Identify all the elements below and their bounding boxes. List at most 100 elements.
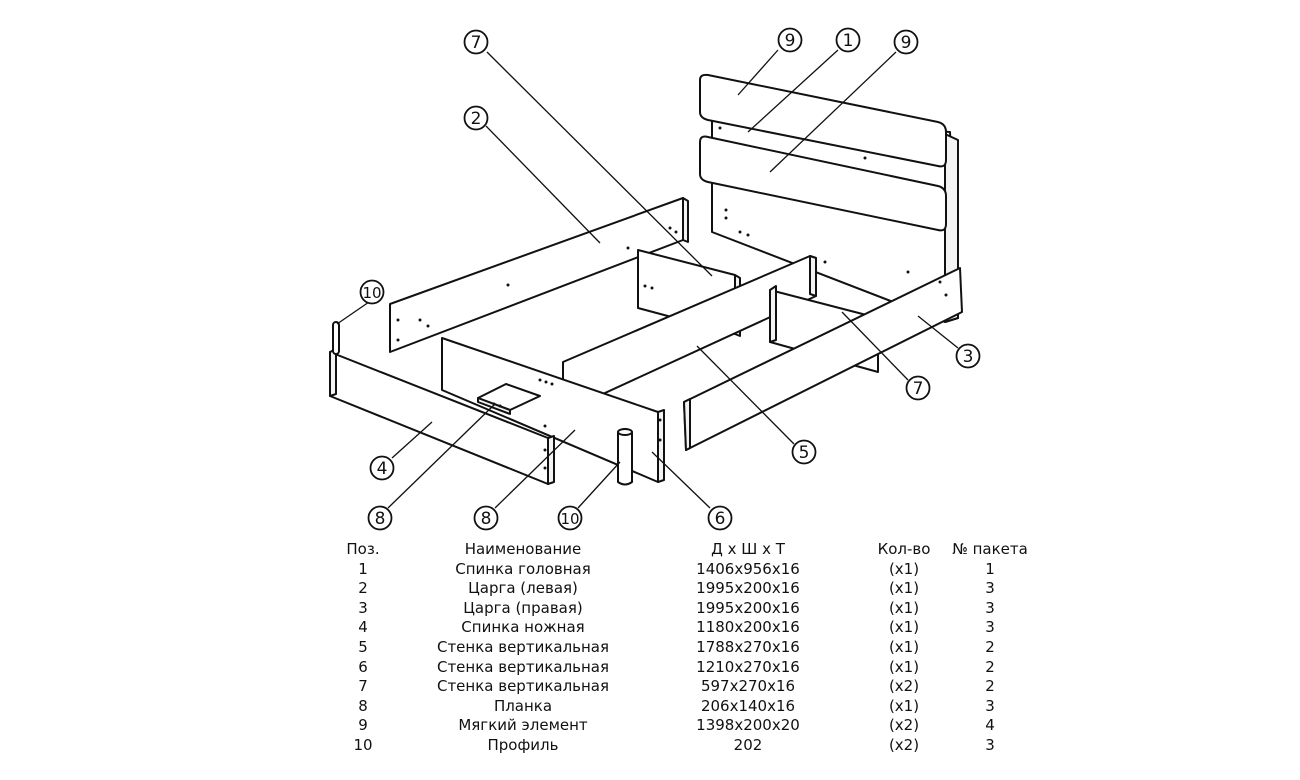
profile-left-part (332, 321, 340, 355)
callout-1: 1 (835, 27, 861, 53)
header-quantity: Кол-во (877, 540, 931, 558)
callout-7-top: 7 (463, 29, 489, 55)
cell-name: Спинка ножная (461, 618, 585, 637)
cell-position: 1 (358, 559, 368, 578)
cell-name: Царга (правая) (463, 598, 583, 617)
svg-text:7: 7 (913, 379, 924, 399)
callout-8-right: 8 (473, 505, 499, 531)
cell-dimensions: 206х140х16 (700, 696, 796, 715)
cell-package: 3 (985, 735, 995, 754)
callout-6: 6 (707, 505, 733, 531)
side-rail-left-part (389, 197, 689, 353)
cell-package: 3 (985, 618, 995, 637)
cell-quantity: (х1) (888, 579, 920, 598)
callout-8-left: 8 (367, 505, 393, 531)
cell-position: 6 (358, 657, 368, 676)
cell-dimensions: 597х270х16 (700, 677, 796, 696)
cell-name: Мягкий элемент (458, 716, 588, 735)
cell-quantity: (х2) (888, 716, 920, 735)
svg-text:8: 8 (481, 509, 492, 529)
cell-package: 3 (985, 598, 995, 617)
cell-package: 4 (985, 716, 995, 735)
cell-position: 10 (353, 735, 373, 754)
cell-name: Планка (493, 696, 553, 715)
svg-text:5: 5 (799, 443, 810, 463)
leader-lines (336, 49, 959, 509)
parts-table: Поз. Наименование Д х Ш х Т Кол-во № пак… (318, 540, 1030, 756)
table-row: 10 Профиль 202 (х2) 3 (318, 736, 1030, 756)
svg-text:4: 4 (377, 459, 388, 479)
svg-text:10: 10 (362, 284, 381, 302)
header-name: Наименование (464, 540, 582, 558)
cell-position: 4 (358, 618, 368, 637)
table-row: 7 Стенка вертикальная 597х270х16 (х2) 2 (318, 677, 1030, 697)
table-row: 8 Планка 206х140х16 (х1) 3 (318, 697, 1030, 717)
cell-dimensions: 202 (733, 735, 763, 754)
cell-position: 5 (358, 637, 368, 656)
cell-position: 3 (358, 598, 368, 617)
cell-quantity: (х2) (888, 677, 920, 696)
svg-text:9: 9 (901, 33, 912, 53)
callout-10-bottom: 10 (557, 505, 583, 531)
cell-name: Стенка вертикальная (436, 677, 610, 696)
cell-package: 3 (985, 696, 995, 715)
table-row: 3 Царга (правая) 1995х200х16 (х1) 3 (318, 599, 1030, 619)
cell-name: Стенка вертикальная (436, 657, 610, 676)
cell-quantity: (х1) (888, 637, 920, 656)
table-row: 5 Стенка вертикальная 1788х270х16 (х1) 2 (318, 638, 1030, 658)
cell-position: 2 (358, 579, 368, 598)
callout-9-left: 9 (777, 27, 803, 53)
callout-4: 4 (369, 455, 395, 481)
table-row: 9 Мягкий элемент 1398х200х20 (х2) 4 (318, 716, 1030, 736)
cell-package: 2 (985, 677, 995, 696)
side-rail-right-part (683, 267, 963, 451)
cell-dimensions: 1180х200х16 (696, 618, 800, 637)
cell-quantity: (х1) (888, 696, 920, 715)
callout-5: 5 (791, 439, 817, 465)
soft-element-upper (699, 73, 947, 168)
cell-position: 8 (358, 696, 368, 715)
table-row: 4 Спинка ножная 1180х200х16 (х1) 3 (318, 618, 1030, 638)
bed-assembly-diagram: 7 2 9 1 9 10 3 7 5 4 8 8 (329, 27, 981, 531)
header-package: № пакета (952, 540, 1028, 558)
svg-text:1: 1 (843, 31, 854, 51)
cell-dimensions: 1788х270х16 (696, 637, 800, 656)
soft-element-lower (699, 135, 947, 232)
cell-package: 1 (985, 559, 995, 578)
table-row: 6 Стенка вертикальная 1210х270х16 (х1) 2 (318, 658, 1030, 678)
cell-name: Профиль (487, 735, 559, 754)
svg-text:10: 10 (560, 510, 579, 528)
cell-package: 2 (985, 637, 995, 656)
header-position: Поз. (346, 540, 380, 558)
transverse-wall-part (441, 337, 665, 483)
callout-9-right: 9 (893, 29, 919, 55)
parts-table-header: Поз. Наименование Д х Ш х Т Кол-во № пак… (318, 540, 1030, 560)
header-dimensions: Д х Ш х Т (711, 540, 785, 558)
cell-position: 9 (358, 716, 368, 735)
callout-7-right: 7 (905, 375, 931, 401)
callout-10-top: 10 (359, 279, 385, 305)
cell-dimensions: 1995х200х16 (696, 579, 800, 598)
svg-text:8: 8 (375, 509, 386, 529)
cell-quantity: (х1) (888, 618, 920, 637)
cell-dimensions: 1406х956х16 (696, 559, 800, 578)
cell-quantity: (х1) (888, 657, 920, 676)
footboard-part (329, 348, 555, 485)
cell-position: 7 (358, 677, 368, 696)
cell-quantity: (х1) (888, 598, 920, 617)
cell-name: Царга (левая) (468, 579, 578, 598)
cell-name: Спинка головная (455, 559, 591, 578)
cell-quantity: (х1) (888, 559, 920, 578)
svg-text:9: 9 (785, 31, 796, 51)
svg-text:2: 2 (471, 109, 482, 129)
table-row: 1 Спинка головная 1406х956х16 (х1) 1 (318, 560, 1030, 580)
cell-package: 2 (985, 657, 995, 676)
cell-quantity: (х2) (888, 735, 920, 754)
svg-text:3: 3 (963, 347, 974, 367)
cell-name: Стенка вертикальная (436, 637, 610, 656)
table-row: 2 Царга (левая) 1995х200х16 (х1) 3 (318, 579, 1030, 599)
svg-text:6: 6 (715, 509, 726, 529)
callout-2: 2 (463, 105, 489, 131)
cell-dimensions: 1398х200х20 (696, 716, 800, 735)
callout-3: 3 (955, 343, 981, 369)
